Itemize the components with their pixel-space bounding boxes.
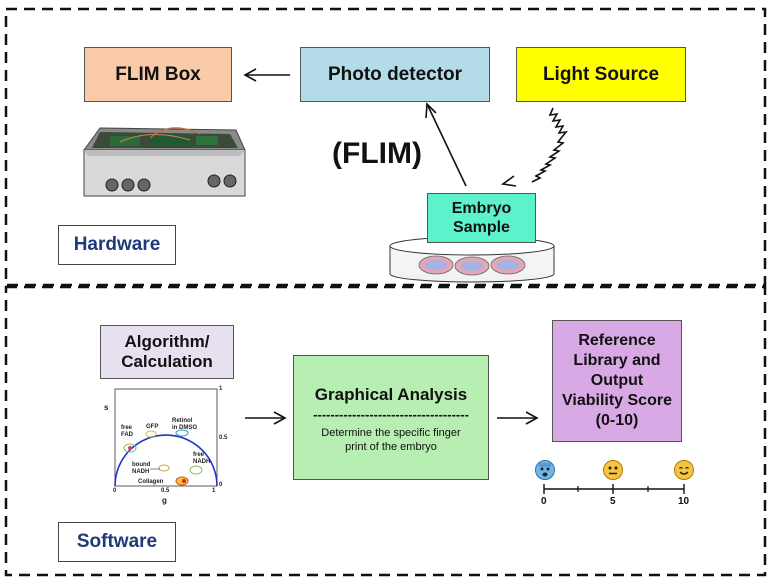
petri-dish (389, 236, 555, 283)
embryo-cell (454, 256, 490, 276)
graphical-desc-line-1: Determine the specific finger (321, 427, 461, 439)
plot-annotation-gfp: GFP (146, 424, 159, 430)
reference-line-2: Library and (573, 352, 661, 369)
graphical-analysis-description: Determine the specific finger print of t… (321, 426, 460, 454)
flim-label: (FLIM) (332, 137, 422, 170)
plot-tick: 0 (113, 488, 117, 494)
arrow-photo-to-flim (243, 68, 290, 82)
reference-line-1: Reference (578, 332, 656, 349)
algorithm-line-1: Algorithm/ (124, 332, 210, 351)
scale-tick-label: 0 (541, 496, 547, 507)
neutral-face-icon (603, 460, 623, 480)
reference-line-4: Viability Score (562, 392, 672, 409)
light-wave-arrow (500, 107, 568, 187)
reference-line-5: (0-10) (595, 412, 639, 429)
graphical-desc-line-2: print of the embryo (345, 441, 437, 453)
plot-x-axis-label: g (162, 496, 167, 505)
plot-tick: 1 (219, 386, 223, 392)
embryo-cell (418, 255, 454, 275)
plot-tick: 0 (219, 482, 223, 488)
algorithm-box: Algorithm/ Calculation (100, 325, 234, 379)
worried-face-icon (535, 460, 555, 480)
flim-box: FLIM Box (84, 47, 232, 102)
photo-detector-box: Photo detector (300, 47, 490, 102)
embryo-sample-box: Embryo Sample (427, 193, 536, 243)
reference-library-box: Reference Library and Output Viability S… (552, 320, 682, 442)
plot-y-axis-label: s (104, 403, 109, 412)
scale-tick-label: 5 (610, 496, 616, 507)
software-section-label: Software (58, 522, 176, 562)
arrow-sample-to-detector (425, 102, 467, 187)
flim-box-photo (83, 127, 246, 197)
algorithm-line-2: Calculation (121, 352, 213, 371)
embryo-cell (490, 255, 526, 275)
smiling-face-icon (674, 460, 694, 480)
embryo-sample-line-1: Embryo (451, 200, 512, 217)
plot-tick: 0.5 (219, 435, 228, 441)
arrow-plot-to-analysis (245, 411, 287, 425)
arrow-analysis-to-reference (497, 411, 539, 425)
phasor-plot (114, 388, 218, 487)
viability-scale (543, 484, 685, 494)
plot-annotation-collagen: Collagen (138, 479, 164, 485)
plot-tick: 1 (212, 488, 216, 494)
graphical-analysis-title: Graphical Analysis (314, 385, 468, 404)
graphical-analysis-box: Graphical Analysis ---------------------… (293, 355, 489, 480)
light-source-box: Light Source (516, 47, 686, 102)
scale-tick-label: 10 (678, 496, 690, 507)
graphical-analysis-divider: ------------------------------------ (313, 407, 469, 422)
embryo-sample-line-2: Sample (453, 219, 510, 236)
reference-line-3: Output (590, 372, 644, 389)
hardware-section-label: Hardware (58, 225, 176, 265)
plot-tick: 0.5 (161, 488, 170, 494)
